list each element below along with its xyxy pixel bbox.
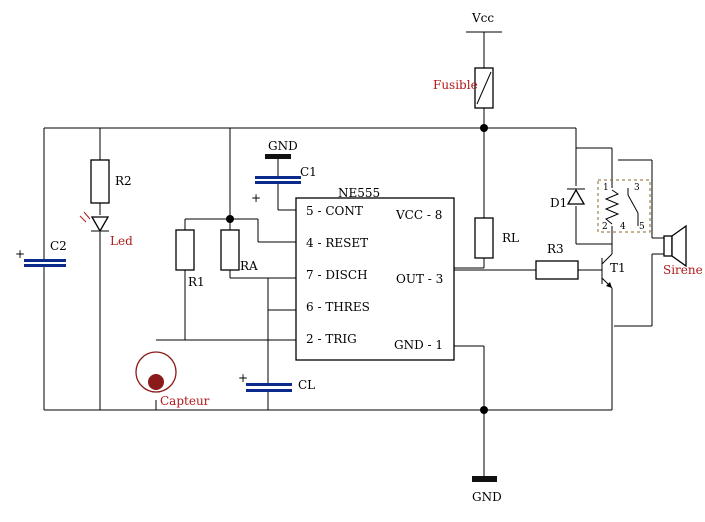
r2-label: R2 — [115, 174, 132, 188]
led: Led — [79, 211, 133, 248]
pin-vcc: VCC - 8 — [395, 208, 442, 222]
t1-label: T1 — [610, 261, 626, 275]
wires — [43, 32, 664, 476]
led-label: Led — [110, 234, 133, 248]
pin-out: OUT - 3 — [396, 272, 443, 286]
ic-name: NE555 — [338, 186, 380, 200]
c1-label: C1 — [300, 165, 317, 179]
relay-pin-1: 1 — [603, 183, 609, 193]
pin-thres: 6 - THRES — [306, 300, 370, 314]
r1-label: R1 — [188, 275, 205, 289]
resistor-rl: RL — [474, 217, 519, 259]
capteur-label: Capteur — [160, 394, 210, 408]
pin-gnd: GND - 1 — [394, 338, 443, 352]
capacitor-c1: + C1 — [251, 165, 317, 205]
resistor-r3: R3 — [535, 242, 579, 280]
fuse: Fusible — [433, 67, 494, 109]
gnd-bottom: GND — [472, 476, 502, 504]
sirene-label: Sirene — [663, 263, 703, 277]
capacitor-cl: + CL — [238, 371, 315, 392]
capacitor-c2: + C2 — [15, 239, 67, 267]
transistor-t1: T1 — [601, 253, 626, 289]
relay-pin-3: 3 — [634, 183, 640, 193]
rl-label: RL — [502, 231, 519, 245]
vcc-terminal: Vcc — [466, 11, 502, 33]
junction-dot — [480, 124, 488, 132]
ne555-chip: NE555 5 - CONT 4 - RESET 7 - DISCH 6 - T… — [295, 186, 455, 361]
r3-label: R3 — [547, 242, 564, 256]
cl-plus: + — [238, 371, 248, 385]
relay: 1 2 3 4 5 — [597, 179, 651, 233]
cl-label: CL — [298, 378, 315, 392]
capteur-sensor: Capteur — [135, 351, 210, 408]
junction-dots — [226, 124, 488, 414]
junction-dot — [226, 215, 234, 223]
relay-pin-4: 4 — [620, 222, 626, 232]
diode-d1: D1 — [550, 188, 586, 210]
resistor-r2: R2 — [90, 159, 132, 204]
resistor-r1: R1 — [175, 229, 205, 289]
c2-plus: + — [15, 247, 25, 261]
d1-label: D1 — [550, 196, 567, 210]
pin-reset: 4 - RESET — [306, 236, 368, 250]
relay-pin-2: 2 — [602, 222, 608, 232]
vcc-label: Vcc — [471, 11, 494, 25]
pin-cont: 5 - CONT — [306, 204, 363, 218]
gnd-top: GND — [265, 139, 298, 163]
ra-label: RA — [240, 259, 258, 273]
c2-label: C2 — [50, 239, 67, 253]
gnd-top-label: GND — [268, 139, 298, 153]
relay-pin-5: 5 — [639, 222, 645, 232]
c1-plus: + — [251, 191, 261, 205]
fuse-label: Fusible — [433, 78, 478, 92]
sirene: Sirene — [663, 224, 703, 277]
pin-trig: 2 - TRIG — [306, 332, 357, 346]
junction-dot — [480, 406, 488, 414]
gnd-bottom-label: GND — [472, 490, 502, 504]
resistor-ra: RA — [220, 229, 258, 273]
pin-disch: 7 - DISCH — [306, 268, 368, 282]
